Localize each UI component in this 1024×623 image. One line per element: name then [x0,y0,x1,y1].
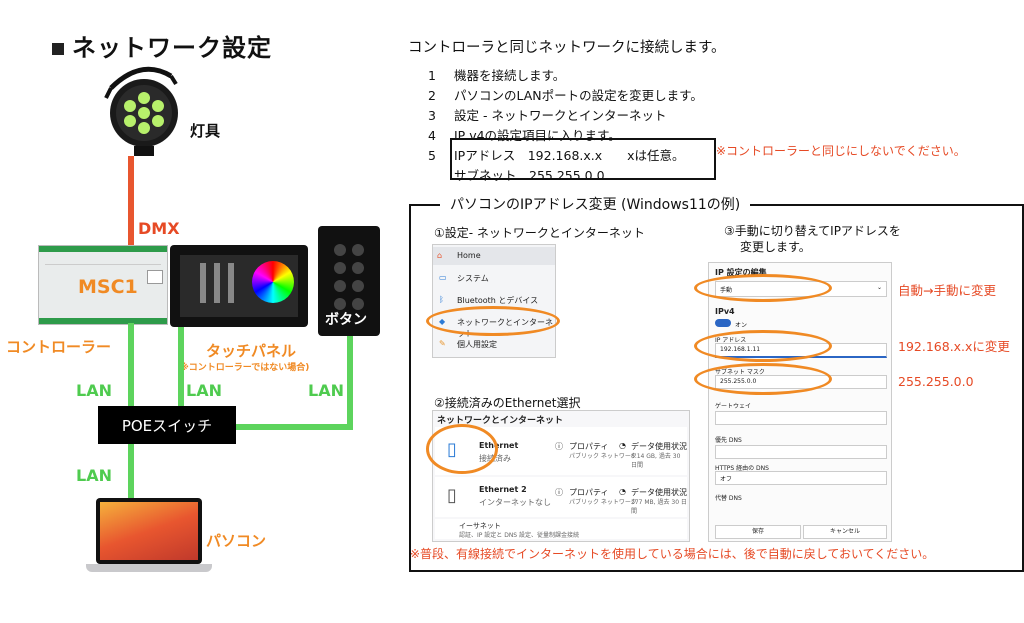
lan-cable-controller [128,323,134,406]
sub1-title: ①設定- ネットワークとインターネット [434,226,645,240]
bullet-square-icon [52,43,64,55]
highlight-ring-ip [694,330,832,362]
bottom-note: ※普段、有線接続でインターネットを使用している場合には、後で自動に戻しておいてく… [410,547,935,561]
highlight-ring-mode [694,274,832,302]
ip-highlight-box [450,138,716,180]
controller-label: コントローラー [6,338,112,356]
fixture-label: 灯具 [190,122,221,140]
https-select[interactable]: オフ [715,471,887,485]
dns-input[interactable] [715,445,887,459]
ethernet-settings-row[interactable]: イーサネット 認証、IP 設定と DNS 設定、従量制課金接続 [435,519,687,539]
panel-title: パソコンのIPアドレス変更 (Windows11の例) [440,194,751,214]
dmx-cable [128,156,134,248]
lan-label: LAN [308,381,344,400]
save-button[interactable]: 保存 [715,525,801,539]
touch-panel-device [170,245,308,327]
lan-label: LAN [186,381,222,400]
highlight-ring-network [426,306,560,336]
warning-text: ※コントローラーと同じにしないでください。 [716,144,966,158]
controller-name: MSC1 [78,276,138,298]
cancel-button[interactable]: キャンセル [803,525,887,539]
highlight-ring-ethernet [426,424,498,474]
data-usage-icon: ◔ [619,441,626,450]
page-title: ネットワーク設定 [52,28,272,63]
ethernet-2-row[interactable]: ▯ Ethernet 2 インターネットなし ⓘ プロパティ パブリック ネット… [435,477,687,517]
lan-cable-button-h [236,424,353,430]
menu-item-personal[interactable]: ✎個人用設定 [439,339,497,349]
pc-label: パソコン [206,532,267,550]
lan-label: LAN [76,466,112,485]
lan-cable-touch [178,327,184,406]
poe-switch-label: POEスイッチ [121,416,213,435]
fixture-image [96,58,186,158]
spotlight-icon [104,66,178,156]
button-panel-device [318,226,380,336]
note-ip: 192.168.x.xに変更 [898,339,1010,354]
touch-panel-note: ※コントローラーではない場合) [180,363,310,373]
note-auto-manual: 自動→手動に変更 [898,283,996,298]
sub3-title-line1: ③手動に切り替えてIPアドレスを [724,224,901,238]
ipv4-toggle[interactable] [715,319,731,327]
controller-device [38,245,168,325]
right-heading: コントローラと同じネットワークに接続します。 [408,40,726,56]
dmx-label: DMX [138,219,180,238]
button-panel-label: ボタン [325,312,367,328]
highlight-ring-mask [694,363,832,395]
lan-label: LAN [76,381,112,400]
ip-settings-screenshot: IP 設定の編集 手動⌄ IPv4 オン IP アドレス 192.168.1.1… [708,262,892,542]
menu-item-system[interactable]: ▭システム [439,273,489,283]
lan-cable-pc [128,444,134,500]
sub2-title: ②接続済みのEthernet選択 [434,396,581,410]
laptop-image [86,498,212,576]
note-mask: 255.255.0.0 [898,374,974,389]
sub3-title-line2: 変更します。 [740,240,811,254]
lan-cable-button-v [347,336,353,430]
gateway-input[interactable] [715,411,887,425]
menu-item-home[interactable]: ⌂Home [433,247,555,265]
touch-panel-label: タッチパネル [206,342,297,360]
poe-switch: POEスイッチ [98,406,236,444]
